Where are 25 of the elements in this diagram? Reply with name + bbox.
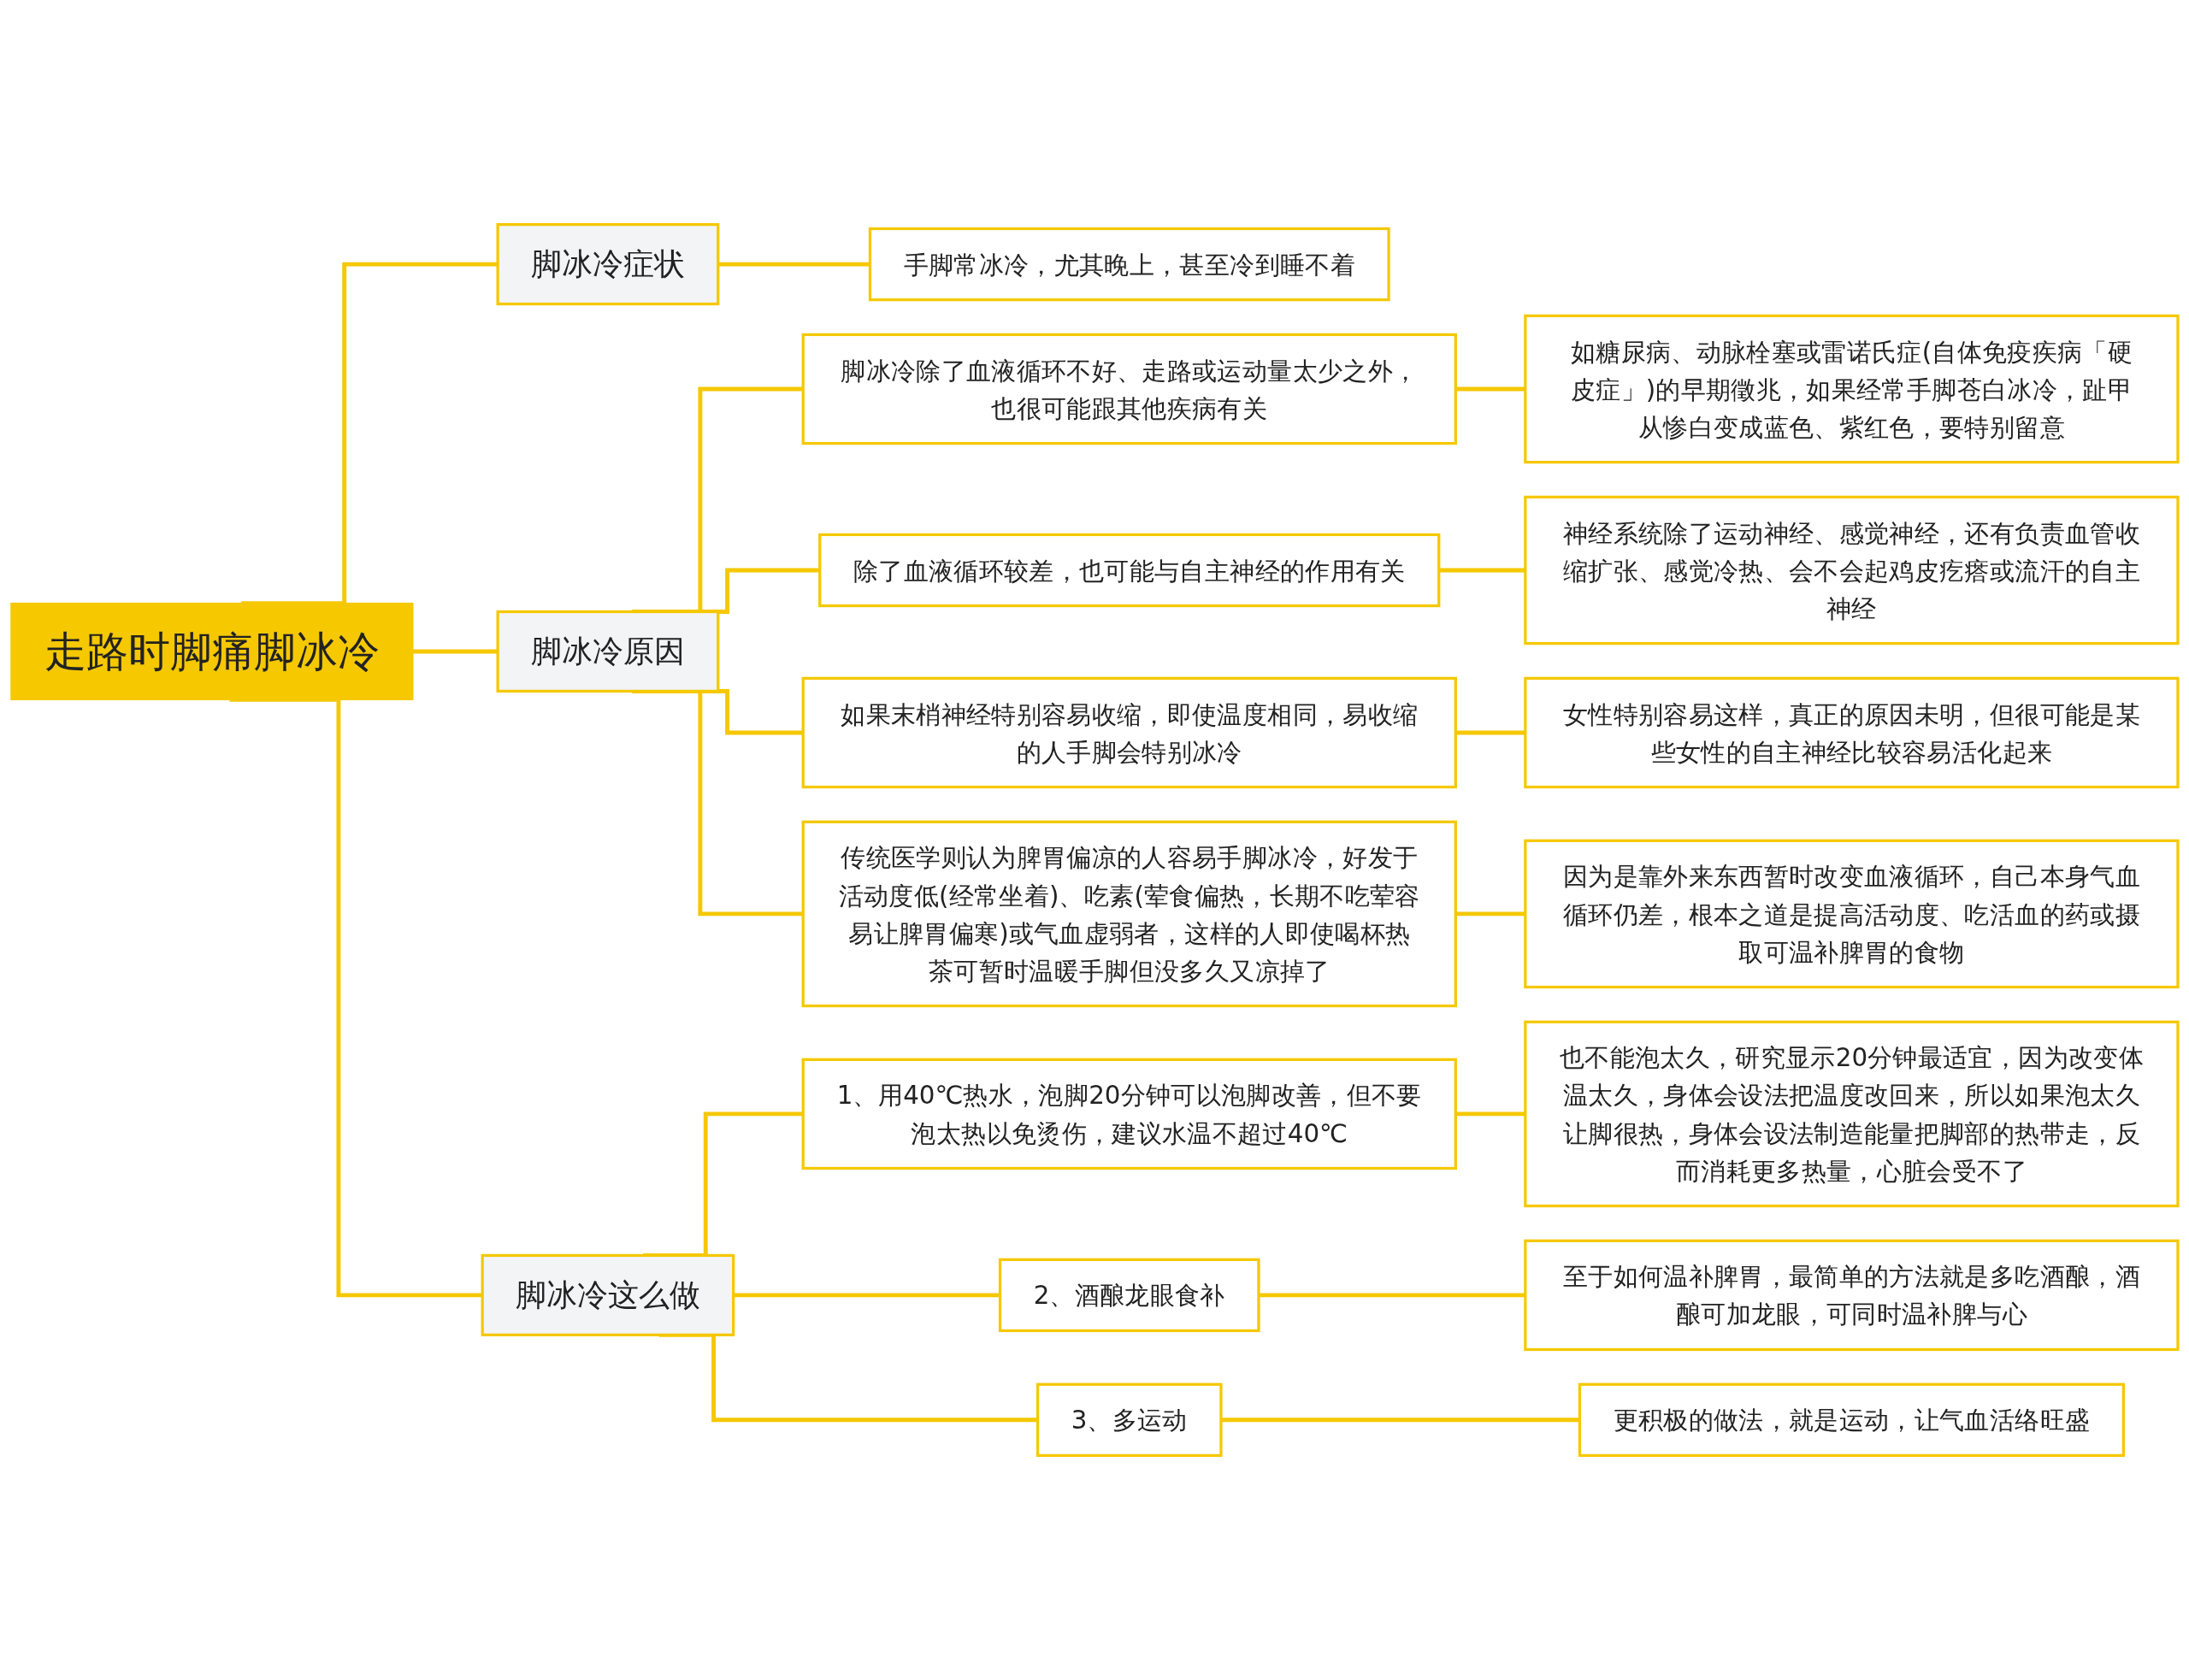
node-box: 也不能泡太久，研究显示20分钟最适宜，因为改变体温太久，身体会设法把温度改回来，所以如果泡太久让脚很热，身体会设法制造能量把脚部的热带走，反而消耗更多热量，心脏会受不了 xyxy=(1524,1020,2180,1208)
node-box: 神经系统除了运动神经、感觉神经，还有负责血管收缩扩张、感觉冷热、会不会起鸡皮疙瘩或流汗的自主神经 xyxy=(1524,495,2180,645)
connector xyxy=(1455,386,1525,392)
node-box: 女性特别容易这样，真正的原因未明，但很可能是某些女性的自主神经比较容易活化起来 xyxy=(1524,676,2180,789)
node-box: 更积极的做法，就是运动，让气血活络旺盛 xyxy=(1578,1382,2125,1458)
node-box: 2、酒酿龙眼食补 xyxy=(998,1258,1260,1333)
node-box: 脚冰冷原因 xyxy=(496,610,720,693)
node-box: 如糖尿病、动脉栓塞或雷诺氏症(自体免疫疾病「硬皮症」)的早期徵兆，如果经常手脚苍白冰冷，趾甲从惨白变成蓝色、紫红色，要特别留意 xyxy=(1524,314,2180,464)
connector xyxy=(1438,568,1525,573)
node-box: 走路时脚痛脚冰冷 xyxy=(10,602,414,701)
node-box: 至于如何温补脾胃，最简单的方法就是多吃酒酿，酒酿可加龙眼，可同时温补脾与心 xyxy=(1524,1239,2180,1352)
node-box: 脚冰冷症状 xyxy=(496,222,720,306)
connector xyxy=(1455,911,1525,917)
connector xyxy=(1258,1293,1525,1298)
node-box: 脚冰冷这么做 xyxy=(481,1253,735,1336)
node-box: 如果末梢神经特别容易收缩，即使温度相同，易收缩的人手脚会特别冰冷 xyxy=(801,676,1457,789)
node-box: 手脚常冰冷，尤其晚上，甚至冷到睡不着 xyxy=(868,227,1390,302)
node-box: 3、多运动 xyxy=(1035,1382,1223,1458)
node-box: 因为是靠外来东西暂时改变血液循环，自己本身气血循环仍差，根本之道是提高活动度、吃活血的药或摄取可温补脾胃的食物 xyxy=(1524,839,2180,989)
node-box: 脚冰冷除了血液循环不好、走路或运动量太少之外，也很可能跟其他疾病有关 xyxy=(801,333,1457,445)
node-box: 传统医学则认为脾胃偏凉的人容易手脚冰冷，好发于活动度低(经常坐着)、吃素(荤食偏热，长期不吃荤容易让脾胃偏寒)或气血虚弱者，这样的人即使喝杯热茶可暂时温暖手脚但没多久又凉掉了 xyxy=(801,820,1457,1008)
connector xyxy=(1455,730,1525,735)
node-box: 1、用40℃热水，泡脚20分钟可以泡脚改善，但不要泡太热以免烫伤，建议水温不超过40℃ xyxy=(801,1058,1457,1170)
connector xyxy=(1455,1111,1525,1117)
node-box: 除了血液循环较差，也可能与自主神经的作用有关 xyxy=(818,533,1441,608)
